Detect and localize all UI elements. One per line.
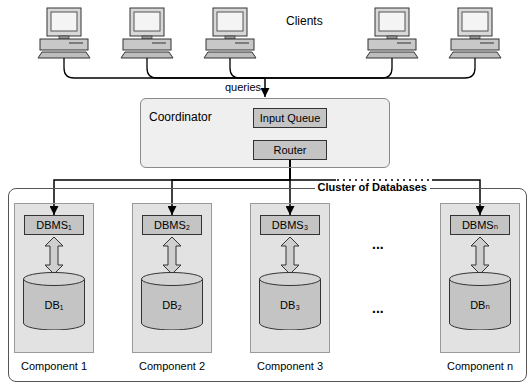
client-computer <box>265 8 418 78</box>
cylinder-top <box>260 273 321 286</box>
node-label: Component n <box>421 360 531 372</box>
process-box: DBMS₃ <box>260 215 320 235</box>
screen <box>379 12 405 31</box>
keyboard <box>121 52 173 58</box>
process-box: Input Queue <box>253 108 327 128</box>
screen <box>217 12 243 31</box>
flow-label: queries <box>218 81 261 93</box>
drive-slot <box>480 43 494 44</box>
component-box: Component 2DBMS₂DB₂ <box>132 203 212 353</box>
process-box: DBMS₁ <box>24 215 84 235</box>
connector <box>471 237 489 274</box>
client-computer <box>265 8 501 78</box>
node-label: Component 1 <box>0 360 113 372</box>
connector <box>45 237 63 274</box>
monitor <box>47 8 81 36</box>
client-computer <box>38 8 265 78</box>
base-unit <box>206 39 254 50</box>
client-wire <box>147 58 265 78</box>
process-box: DBMS₂ <box>142 215 202 235</box>
connector <box>281 237 299 274</box>
node-label: DB₃ <box>259 299 321 311</box>
database-cylinder: DB₁ <box>23 272 85 330</box>
database-cylinder: DB₂ <box>141 272 203 330</box>
component-box: Component nDBMSₙDBₙ <box>440 203 520 353</box>
node-label: Coordinator <box>149 110 212 124</box>
node-label: Input Queue <box>260 112 321 124</box>
client-wire <box>230 58 265 78</box>
component-box: Component 3DBMS₃DB₃ <box>250 203 330 353</box>
query-arrow <box>264 78 266 97</box>
monitor <box>130 8 164 36</box>
client-wire <box>64 58 265 78</box>
drive-slot <box>397 43 411 44</box>
client-computers <box>38 8 501 78</box>
connector <box>163 237 181 274</box>
ellipsis: ... <box>372 236 384 252</box>
node-label: DB₂ <box>141 299 203 311</box>
client-computer <box>121 8 265 78</box>
node-label: Router <box>273 144 306 156</box>
keyboard <box>366 52 418 58</box>
node-label: DBMSₙ <box>462 219 498 232</box>
base-unit <box>40 39 88 50</box>
box-fill <box>440 203 520 353</box>
cylinder-body <box>450 279 511 330</box>
base-unit <box>451 39 499 50</box>
screen <box>462 12 488 31</box>
cylinder-body <box>260 279 321 330</box>
node-label: Component 3 <box>231 360 349 372</box>
node-label: DB₁ <box>23 299 85 311</box>
drive-slot <box>235 43 249 44</box>
node-label: Component 2 <box>113 360 231 372</box>
node-label: DBMS₃ <box>272 219 308 231</box>
coordinator-box: Coordinator Input QueueRouter <box>140 98 390 168</box>
cluster-region: Cluster of DatabasesComponent 1DBMS₁DB₁C… <box>8 188 527 382</box>
node-label: DBₙ <box>449 299 511 312</box>
cylinder-body <box>142 279 203 330</box>
monitor <box>213 8 247 36</box>
ellipsis: ... <box>372 300 384 316</box>
database-cylinder: DBₙ <box>449 272 511 330</box>
cylinder-top <box>24 273 85 286</box>
node-label: DBMS₂ <box>154 219 190 231</box>
cylinder-body <box>24 279 85 330</box>
base-unit <box>368 39 416 50</box>
process-box: DBMSₙ <box>450 215 510 235</box>
keyboard <box>38 52 90 58</box>
node-label: DBMS₁ <box>36 219 72 231</box>
drive-slot <box>69 43 83 44</box>
box-fill <box>14 203 94 353</box>
base-unit <box>123 39 171 50</box>
node-label: Cluster of Databases <box>315 181 430 193</box>
screen <box>51 12 77 31</box>
cylinder-top <box>450 273 511 286</box>
group-label: Clients <box>286 14 323 28</box>
drive-slot <box>152 43 166 44</box>
screen <box>134 12 160 31</box>
keyboard <box>204 52 256 58</box>
monitor <box>458 8 492 36</box>
box-fill <box>132 203 212 353</box>
database-cylinder: DB₃ <box>259 272 321 330</box>
cylinder-top <box>142 273 203 286</box>
component-box: Component 1DBMS₁DB₁ <box>14 203 94 353</box>
keyboard <box>449 52 501 58</box>
box-fill <box>250 203 330 353</box>
process-box: Router <box>253 140 327 160</box>
client-computer <box>204 8 265 78</box>
client-wire <box>265 58 392 78</box>
client-wire <box>265 58 475 78</box>
monitor <box>375 8 409 36</box>
box-fill <box>140 98 390 168</box>
